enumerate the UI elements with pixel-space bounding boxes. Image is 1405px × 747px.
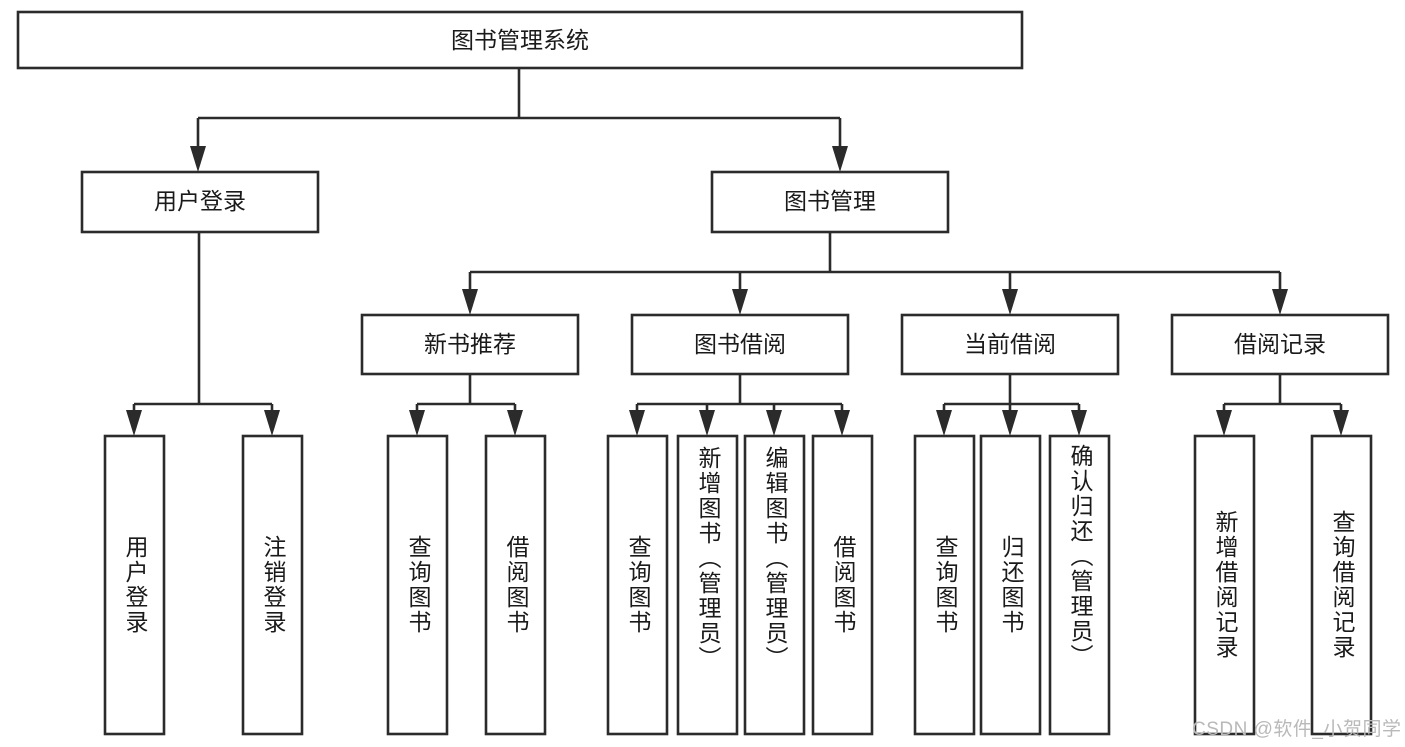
node-current-borrow-label: 当前借阅 xyxy=(964,331,1056,357)
connector-book-mgmt-to-level3 xyxy=(462,232,1288,315)
node-current-borrow[interactable]: 当前借阅 xyxy=(900,313,1120,376)
leaf-box-new-book-1[interactable] xyxy=(484,434,547,736)
leaf-box-borrow-record-0[interactable] xyxy=(1193,434,1256,736)
leaf-box-book-borrow-3[interactable] xyxy=(811,434,874,736)
connector-borrow-record-to-leaves xyxy=(1216,374,1349,436)
leaf-box-current-borrow-1[interactable] xyxy=(979,434,1042,736)
leaf-box-borrow-record-1[interactable] xyxy=(1310,434,1373,736)
node-root[interactable]: 图书管理系统 xyxy=(16,10,1024,70)
connector-new-book-to-leaves xyxy=(409,374,523,436)
leaf-box-book-borrow-1[interactable] xyxy=(676,434,739,736)
connector-current-borrow-to-leaves xyxy=(936,374,1087,436)
leaf-box-new-book-0[interactable] xyxy=(386,434,449,736)
connector-user-login-to-leaves xyxy=(126,232,280,436)
node-root-label: 图书管理系统 xyxy=(451,27,589,53)
node-borrow-record[interactable]: 借阅记录 xyxy=(1170,313,1390,376)
node-new-book-recommend[interactable]: 新书推荐 xyxy=(360,313,580,376)
leaf-box-current-borrow-2[interactable] xyxy=(1048,434,1111,736)
node-borrow-record-label: 借阅记录 xyxy=(1234,331,1326,357)
node-book-management[interactable]: 图书管理 xyxy=(710,170,950,234)
leaf-box-book-borrow-0[interactable] xyxy=(606,434,669,736)
node-book-borrow[interactable]: 图书借阅 xyxy=(630,313,850,376)
leaf-box-current-borrow-0[interactable] xyxy=(913,434,976,736)
node-user-login-label: 用户登录 xyxy=(154,188,246,214)
leaf-box-user-login-0[interactable] xyxy=(103,434,166,736)
watermark-text: CSDN @软件_小贺同学 xyxy=(1192,719,1402,740)
connector-root-to-level2 xyxy=(190,68,848,172)
node-book-management-label: 图书管理 xyxy=(784,188,876,214)
node-book-borrow-label: 图书借阅 xyxy=(694,331,786,357)
node-new-book-recommend-label: 新书推荐 xyxy=(424,331,516,357)
leaf-box-user-login-1[interactable] xyxy=(241,434,304,736)
leaf-box-book-borrow-2[interactable] xyxy=(743,434,806,736)
node-user-login[interactable]: 用户登录 xyxy=(80,170,320,234)
connector-book-borrow-to-leaves xyxy=(629,374,850,436)
